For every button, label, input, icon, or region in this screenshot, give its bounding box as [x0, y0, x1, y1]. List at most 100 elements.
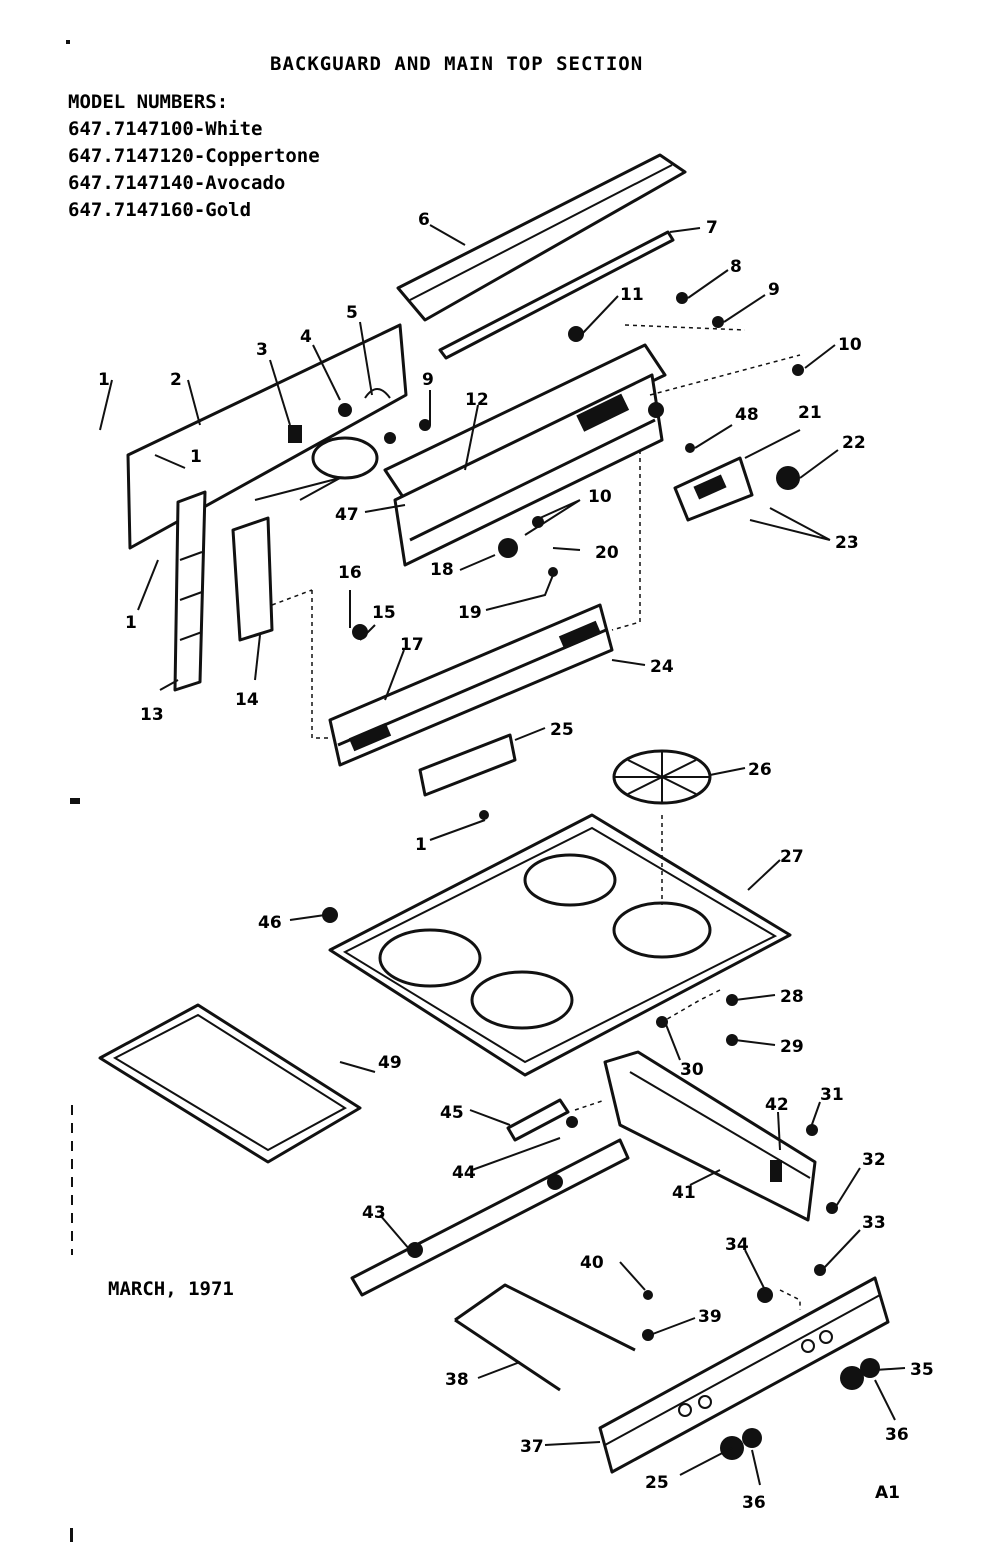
callout-32: 32: [862, 1150, 886, 1170]
callout-3: 3: [256, 340, 268, 360]
part-38-wire: [454, 1283, 636, 1392]
callout-27: 27: [780, 847, 804, 867]
part-26-grate: [612, 749, 712, 805]
callout-19: 19: [458, 603, 482, 623]
callout-10: 10: [838, 335, 862, 355]
callout-4: 4: [300, 327, 312, 347]
part-9-screw: [712, 316, 724, 328]
callout-14: 14: [235, 690, 259, 710]
callout-1: 1: [415, 835, 427, 855]
part-29-screw: [726, 1034, 738, 1046]
callout-16: 16: [338, 563, 362, 583]
callout-13: 13: [140, 705, 164, 725]
callout-22: 22: [842, 433, 866, 453]
part-36-knob-front: [742, 1428, 762, 1448]
part-31-screw: [806, 1124, 818, 1136]
callout-6: 6: [418, 210, 430, 230]
callout-40: 40: [580, 1253, 604, 1273]
part-12-control-housing: [383, 343, 667, 567]
callout-9: 9: [422, 370, 434, 390]
model-number-avocado: 647.7147140-Avocado: [68, 172, 285, 194]
callout-48: 48: [735, 405, 759, 425]
part-28-screw: [726, 994, 738, 1006]
callout-9: 9: [768, 280, 780, 300]
callout-38: 38: [445, 1370, 469, 1390]
callout-45: 45: [440, 1103, 464, 1123]
callout-1: 1: [125, 613, 137, 633]
callout-43: 43: [362, 1203, 386, 1223]
issue-date: MARCH, 1971: [108, 1278, 234, 1300]
callout-36: 36: [742, 1493, 766, 1513]
callout-34: 34: [725, 1235, 749, 1255]
part-35-knob-right: [840, 1366, 864, 1390]
callout-18: 18: [430, 560, 454, 580]
callout-47: 47: [335, 505, 359, 525]
callout-12: 12: [465, 390, 489, 410]
callout-24: 24: [650, 657, 674, 677]
part-44-screw: [566, 1116, 578, 1128]
part-10-screw: [792, 364, 804, 376]
callout-23: 23: [835, 533, 859, 553]
callout-42: 42: [765, 1095, 789, 1115]
callout-7: 7: [706, 218, 718, 238]
callout-2: 2: [170, 370, 182, 390]
callout-44: 44: [452, 1163, 476, 1183]
part-1-screw-lower: [479, 810, 489, 820]
part-11-screw: [568, 326, 584, 342]
part-21-clock-bracket: [673, 456, 754, 522]
callout-15: 15: [372, 603, 396, 623]
callout-10: 10: [588, 487, 612, 507]
part-49-tray: [98, 1003, 362, 1164]
callout-25: 25: [645, 1473, 669, 1493]
callout-26: 26: [748, 760, 772, 780]
model-number-coppertone: 647.7147120-Coppertone: [68, 145, 320, 167]
callout-1: 1: [98, 370, 110, 390]
part-40-screw: [643, 1290, 653, 1300]
callout-labels: 1 2 3 4 5 6 7 8 9 9 10 10 11 12 13 14 15…: [98, 210, 934, 1513]
callout-8: 8: [730, 257, 742, 277]
callout-28: 28: [780, 987, 804, 1007]
callout-37: 37: [520, 1437, 544, 1457]
part-32-screw: [826, 1202, 838, 1214]
part-14-side-bracket: [231, 516, 274, 642]
callout-25: 25: [550, 720, 574, 740]
part-36-knob-right: [860, 1358, 880, 1378]
scan-margin-marks: [66, 40, 80, 1542]
callout-5: 5: [346, 303, 358, 323]
part-37-front-panel: [598, 1276, 890, 1474]
part-25-burner-box: [418, 733, 517, 797]
part-24-manifold-assembly: [328, 567, 614, 767]
part-2-backguard-panel: [126, 323, 431, 550]
callout-leader-lines: [99, 224, 906, 1486]
part-27-main-top: [322, 813, 792, 1077]
callout-1: 1: [190, 447, 202, 467]
model-number-white: 647.7147100-White: [68, 118, 262, 140]
part-33-screw: [814, 1264, 826, 1276]
callout-39: 39: [698, 1307, 722, 1327]
callout-20: 20: [595, 543, 619, 563]
callout-46: 46: [258, 913, 282, 933]
part-34-screw: [757, 1287, 773, 1303]
callout-17: 17: [400, 635, 424, 655]
part-39-screw: [642, 1329, 654, 1341]
part-6-top-trim: [396, 153, 687, 322]
callout-36: 36: [885, 1425, 909, 1445]
assembly-guide-lines: [271, 324, 801, 1310]
callout-21: 21: [798, 403, 822, 423]
part-41-bracket: [603, 1050, 817, 1222]
part-43-rail: [350, 1138, 630, 1297]
part-13-side-bracket: [173, 490, 207, 692]
model-numbers-label: MODEL NUMBERS:: [68, 91, 228, 113]
callout-49: 49: [378, 1053, 402, 1073]
callout-29: 29: [780, 1037, 804, 1057]
part-8-screw: [676, 292, 688, 304]
callout-35: 35: [910, 1360, 934, 1380]
part-7-strip: [438, 230, 675, 360]
callout-30: 30: [680, 1060, 704, 1080]
part-48-screw: [685, 443, 695, 453]
callout-41: 41: [672, 1183, 696, 1203]
diagram-title: BACKGUARD AND MAIN TOP SECTION: [270, 53, 643, 75]
callout-11: 11: [620, 285, 644, 305]
callout-33: 33: [862, 1213, 886, 1233]
